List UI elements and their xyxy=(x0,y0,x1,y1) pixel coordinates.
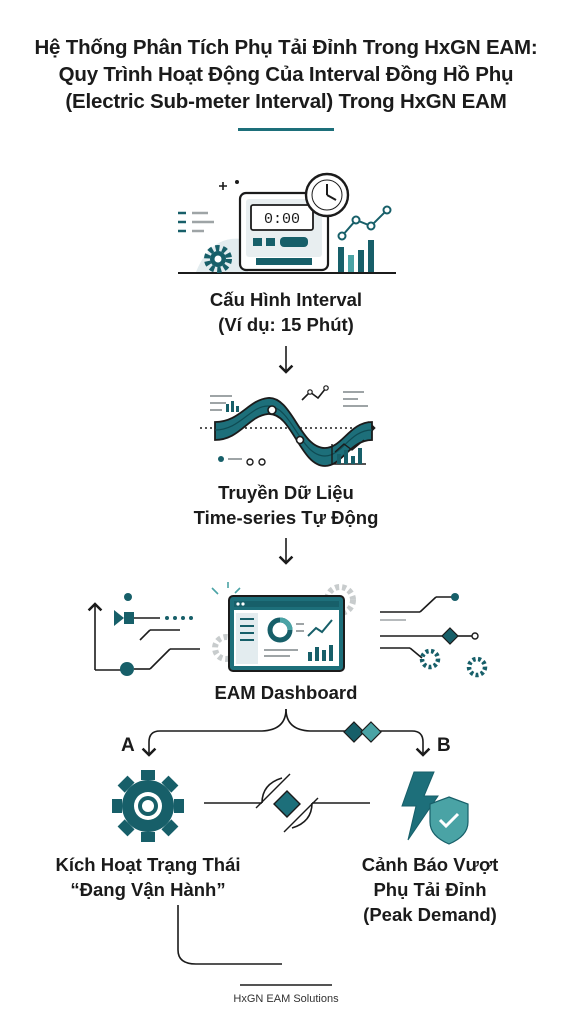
branch-b-line-1: Cảnh Báo Vượt xyxy=(361,854,499,875)
page-title: Hệ Thống Phân Tích Phụ Tải Đỉnh Trong Hx… xyxy=(0,34,572,115)
branch-a-line-1: Kích Hoạt Trạng Thái xyxy=(55,854,241,875)
branch-a-label: Kích Hoạt Trạng Thái “Đang Vận Hành” xyxy=(40,852,256,902)
gear-icon xyxy=(112,770,184,842)
left-network-illustration xyxy=(87,593,200,676)
diamond-icon xyxy=(343,721,382,743)
footer-text: HxGN EAM Solutions xyxy=(233,993,339,1005)
branch-arrow-a xyxy=(141,708,287,757)
step-configure-label: Cấu Hình Interval (Ví dụ: 15 Phút) xyxy=(0,287,572,337)
bar-chart-icon xyxy=(338,240,374,272)
right-network-illustration xyxy=(380,593,488,678)
gear-icon xyxy=(466,656,488,678)
branch-b-line-2: Phụ Tải Đỉnh xyxy=(373,879,487,900)
branch-a-line-2: “Đang Vận Hành” xyxy=(70,879,226,900)
title-underline xyxy=(238,128,334,131)
branch-arrow-b xyxy=(285,708,431,757)
step-transfer-line-2: Time-series Tự Động xyxy=(193,507,379,528)
shield-check-icon xyxy=(429,796,469,845)
clock-icon xyxy=(304,172,350,218)
branch-b-label: Cảnh Báo Vượt Phụ Tải Đỉnh (Peak Demand) xyxy=(340,852,520,927)
gear-icon xyxy=(324,584,356,616)
gear-icon xyxy=(419,648,441,670)
step-configure-line-1: Cấu Hình Interval xyxy=(209,289,363,310)
step-dashboard-label: EAM Dashboard xyxy=(0,680,572,705)
branch-a-letter: A xyxy=(121,735,135,756)
meter-illustration: 0:00 xyxy=(178,172,396,274)
trend-line-icon xyxy=(337,205,392,241)
branch-b-letter: B xyxy=(437,735,451,756)
dashboard-illustration xyxy=(211,582,356,672)
meter-display: 0:00 xyxy=(264,211,300,228)
title-line-3: (Electric Sub-meter Interval) Trong HxGN… xyxy=(65,90,507,113)
title-line-1: Hệ Thống Phân Tích Phụ Tải Đỉnh Trong Hx… xyxy=(34,36,538,59)
title-line-2: Quy Trình Hoạt Động Của Interval Đồng Hồ… xyxy=(58,63,514,86)
branch-connector xyxy=(204,773,370,833)
dashboard-label: EAM Dashboard xyxy=(214,682,358,703)
footer-connector xyxy=(177,905,282,965)
step-transfer-line-1: Truyền Dữ Liệu xyxy=(218,482,354,503)
branch-b-line-3: (Peak Demand) xyxy=(363,904,497,925)
gear-icon xyxy=(204,245,232,273)
step-transfer-label: Truyền Dữ Liệu Time-series Tự Động xyxy=(0,480,572,530)
bar-chart-icon xyxy=(331,439,366,465)
step-configure-line-2: (Ví dụ: 15 Phút) xyxy=(218,314,354,335)
time-series-illustration xyxy=(200,385,376,467)
lightning-icon xyxy=(401,771,439,841)
